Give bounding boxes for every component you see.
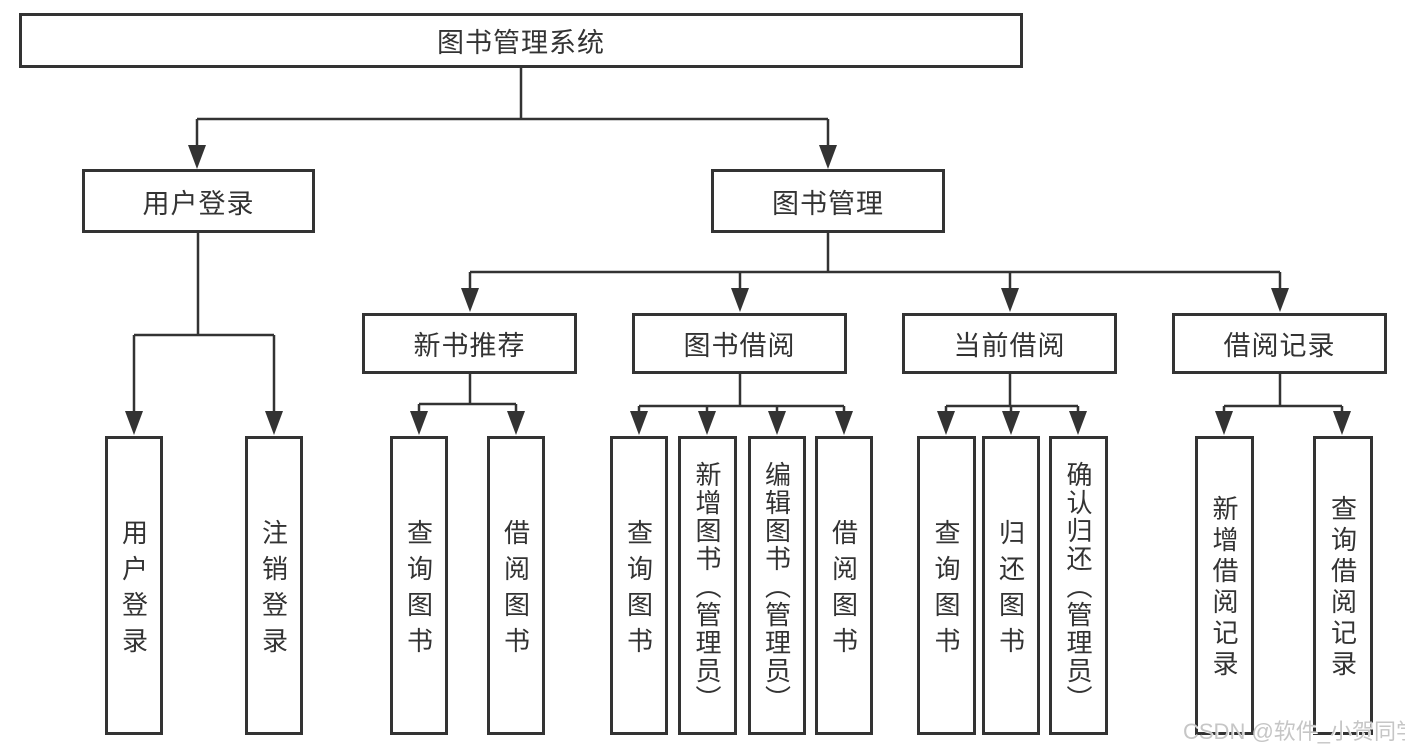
leaf-query-borrow-record-label: 查询借阅记录 xyxy=(1327,495,1358,681)
node-book-management: 图书管理 xyxy=(711,169,945,233)
leaf-borrow-books-recommend-label: 借阅图书 xyxy=(500,518,531,663)
node-new-book-recommend: 新书推荐 xyxy=(362,313,577,374)
leaf-edit-book-admin: 编辑图书（管理员） xyxy=(748,436,806,735)
leaf-return-books: 归还图书 xyxy=(982,436,1040,735)
node-new-book-recommend-label: 新书推荐 xyxy=(413,331,526,361)
node-root-label: 图书管理系统 xyxy=(437,28,605,58)
arrowheads xyxy=(125,145,1351,435)
leaf-edit-book-admin-label: 编辑图书（管理员） xyxy=(761,460,792,713)
leaf-borrow-books: 借阅图书 xyxy=(815,436,873,735)
leaf-user-login: 用户登录 xyxy=(105,436,163,735)
leaf-borrow-books-label: 借阅图书 xyxy=(828,518,859,663)
leaf-query-books-borrowing: 查询图书 xyxy=(610,436,668,735)
node-book-borrowing-label: 图书借阅 xyxy=(683,331,796,361)
leaf-query-books-recommend: 查询图书 xyxy=(390,436,448,735)
leaf-borrow-books-recommend: 借阅图书 xyxy=(487,436,545,735)
leaf-query-borrow-record: 查询借阅记录 xyxy=(1313,436,1373,735)
leaf-confirm-return-admin-label: 确认归还（管理员） xyxy=(1063,460,1093,713)
node-current-borrowing-label: 当前借阅 xyxy=(953,331,1066,361)
node-book-management-label: 图书管理 xyxy=(772,188,884,219)
node-user-login-label: 用户登录 xyxy=(142,188,255,219)
leaf-add-book-admin-label: 新增图书（管理员） xyxy=(692,460,722,713)
leaf-add-borrow-record: 新增借阅记录 xyxy=(1195,436,1254,735)
leaf-confirm-return-admin: 确认归还（管理员） xyxy=(1049,436,1108,735)
leaf-query-books-borrowing-label: 查询图书 xyxy=(623,518,654,663)
leaf-return-books-label: 归还图书 xyxy=(995,518,1026,663)
leaf-add-borrow-record-label: 新增借阅记录 xyxy=(1209,495,1239,681)
node-user-login: 用户登录 xyxy=(82,169,315,233)
leaf-query-books-current-label: 查询图书 xyxy=(931,518,961,663)
watermark: CSDN @软件_小贺同学 xyxy=(1183,719,1405,744)
leaf-add-book-admin: 新增图书（管理员） xyxy=(678,436,737,735)
node-book-borrowing: 图书借阅 xyxy=(632,313,847,374)
node-borrowing-records: 借阅记录 xyxy=(1172,313,1387,374)
node-current-borrowing: 当前借阅 xyxy=(902,313,1117,374)
leaf-query-books-current: 查询图书 xyxy=(917,436,976,735)
leaf-logout: 注销登录 xyxy=(245,436,303,735)
node-borrowing-records-label: 借阅记录 xyxy=(1223,331,1336,361)
leaf-user-login-label: 用户登录 xyxy=(118,518,149,663)
node-root: 图书管理系统 xyxy=(19,13,1023,68)
leaf-query-books-recommend-label: 查询图书 xyxy=(403,518,434,663)
leaf-logout-label: 注销登录 xyxy=(258,518,289,663)
